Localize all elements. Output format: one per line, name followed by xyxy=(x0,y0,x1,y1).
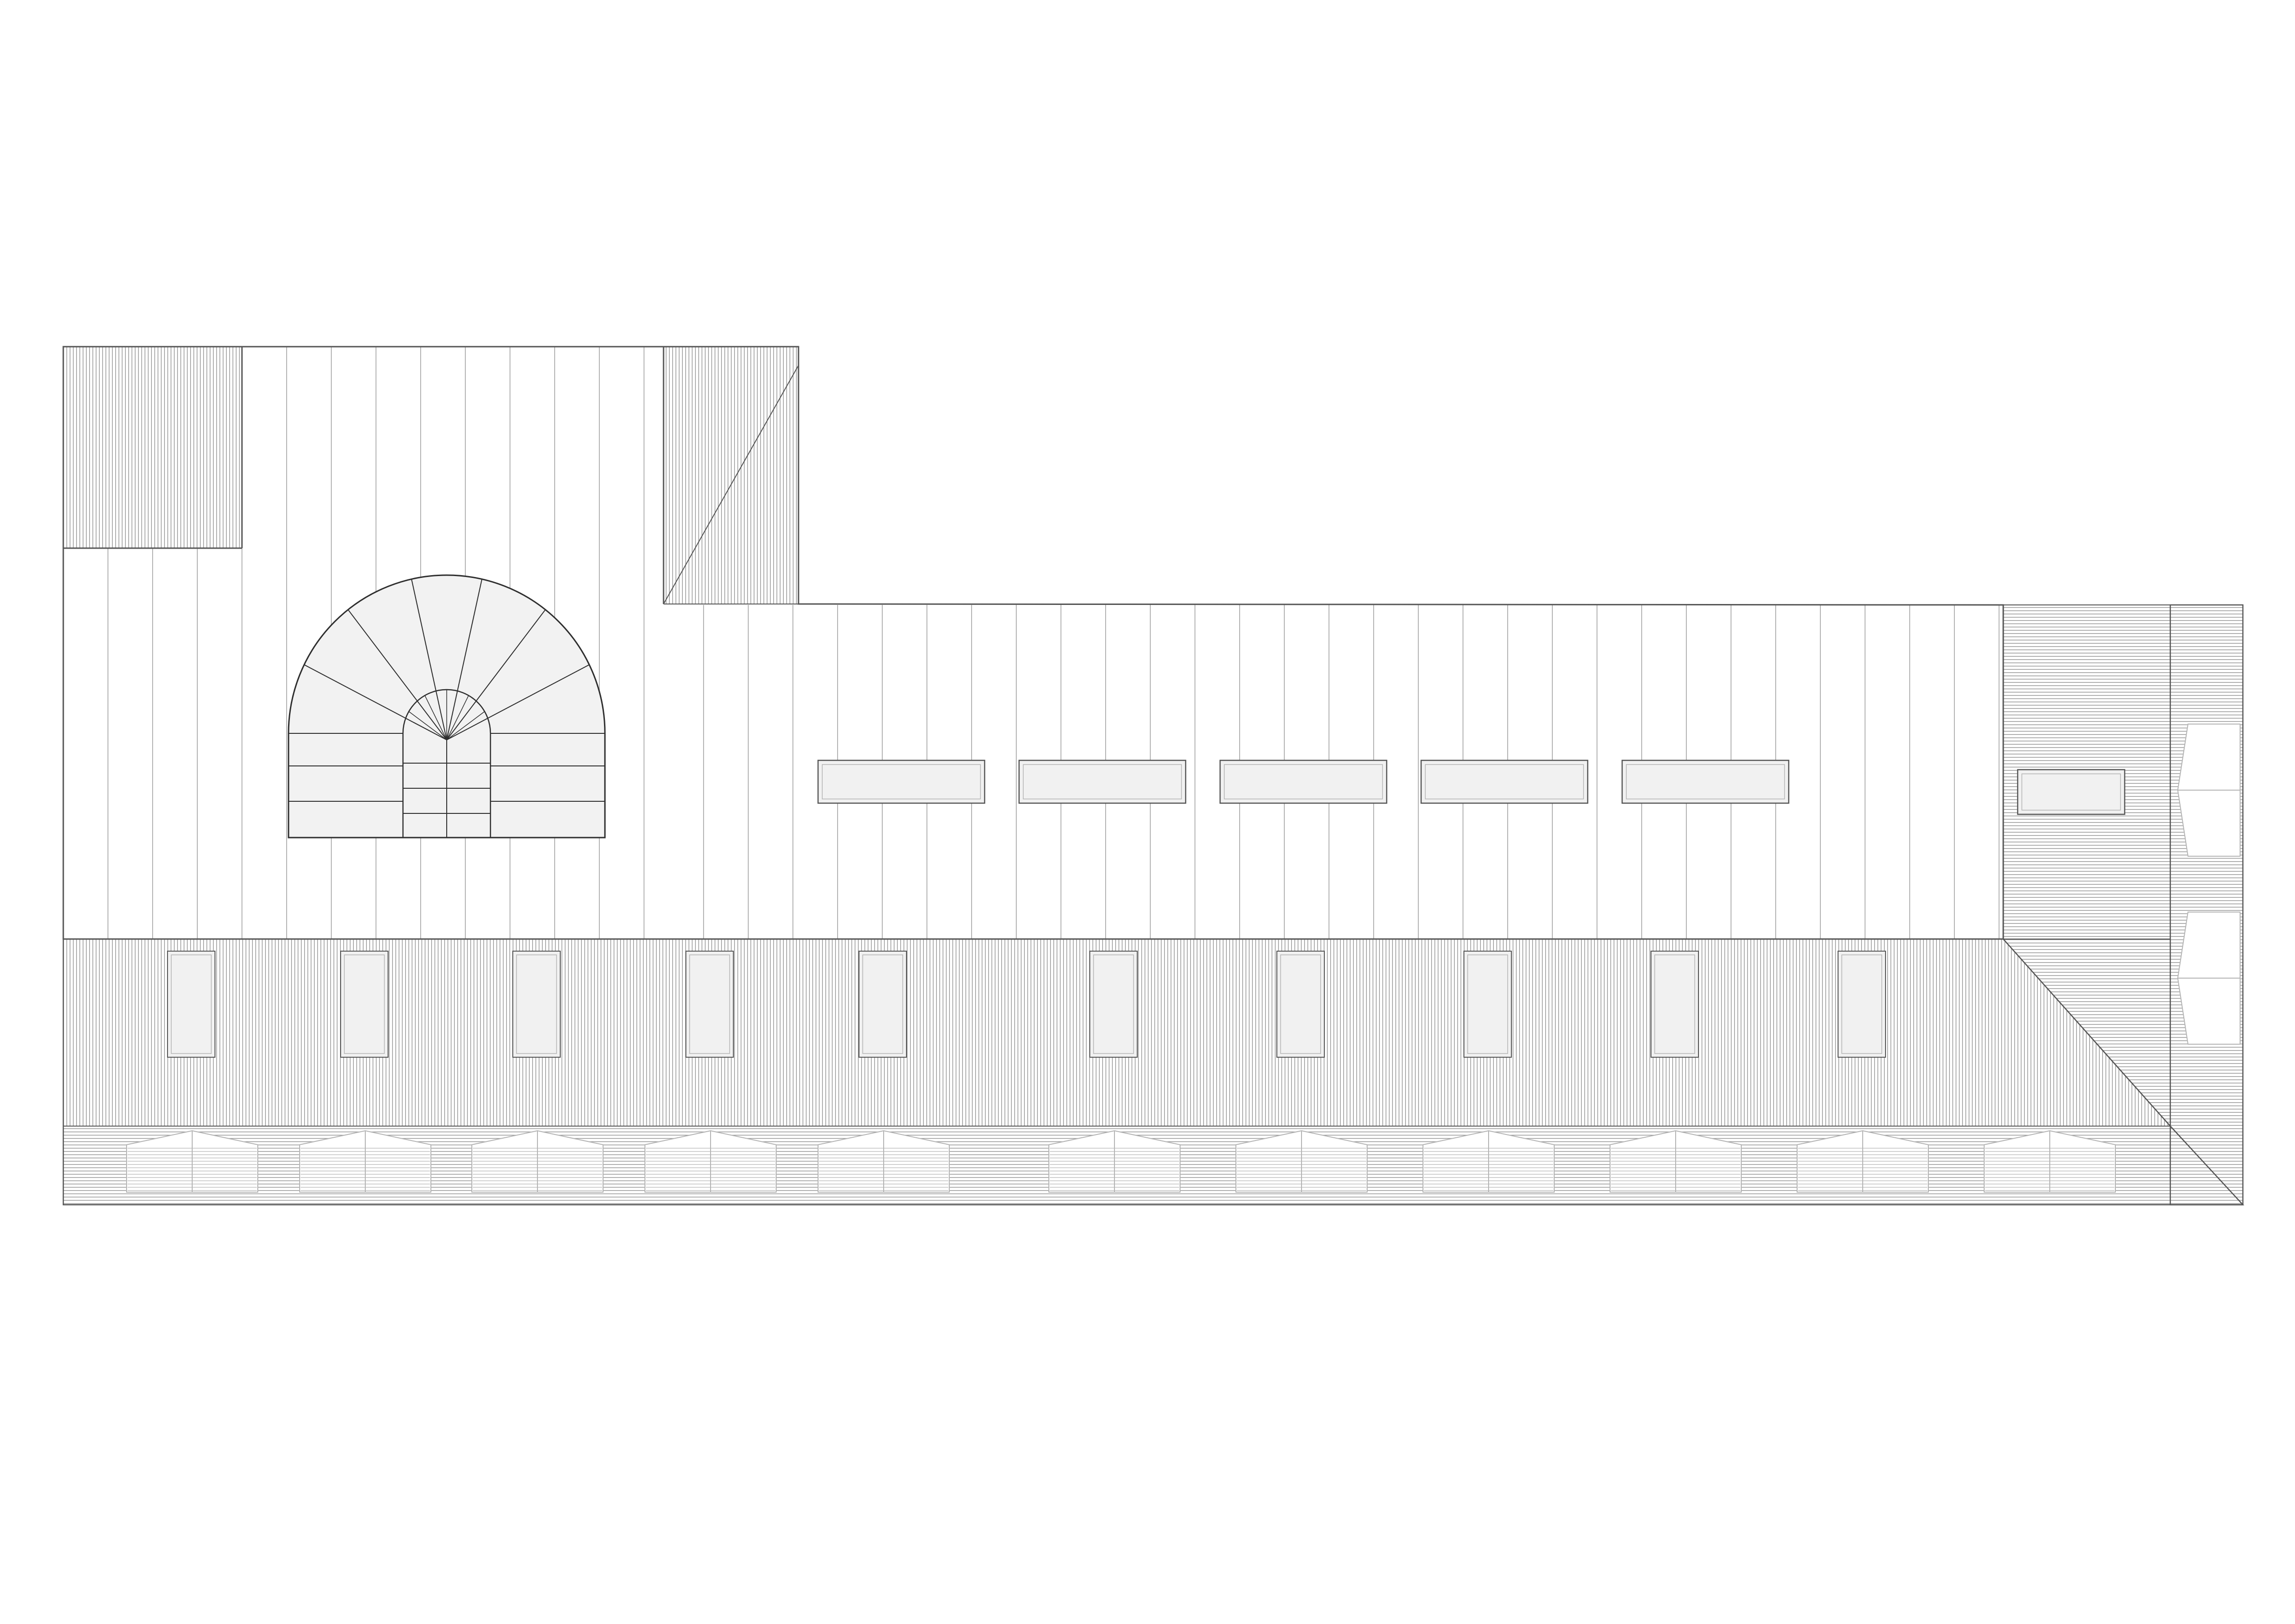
skylight xyxy=(1018,759,1187,804)
gable-skylight-frame xyxy=(2021,773,2121,811)
slope-window-frame xyxy=(1093,954,1134,1054)
stair-radial-tread xyxy=(411,579,447,740)
stair-radial-tread xyxy=(446,664,590,740)
slope-window xyxy=(340,951,389,1058)
hatch-end-gable xyxy=(2170,605,2243,1205)
ridge-skylights xyxy=(817,759,2126,815)
end-gable-elements xyxy=(2177,724,2241,1045)
end-hip-outline xyxy=(2003,604,2171,940)
skylight xyxy=(1621,759,1790,804)
stair-radial-tread xyxy=(446,579,483,740)
stair-radial-tread xyxy=(348,609,447,740)
skylight-frame xyxy=(1626,764,1785,799)
slope-window-frame xyxy=(689,954,730,1054)
slope-window xyxy=(167,951,215,1058)
slope-window-frame xyxy=(1467,954,1508,1054)
skylight-frame xyxy=(1425,764,1584,799)
slope-window-frame xyxy=(1841,954,1882,1054)
skylight-frame xyxy=(1023,764,1182,799)
eave-dormers xyxy=(126,1130,2116,1193)
slope-window xyxy=(512,951,561,1058)
slope-window xyxy=(1838,951,1886,1058)
skylight xyxy=(817,759,986,804)
stair-core-tread xyxy=(409,711,447,740)
end-hip-diagonal xyxy=(2003,939,2171,1127)
hatch-top-hip xyxy=(664,347,799,604)
slope-window xyxy=(685,951,734,1058)
slope-window-frame xyxy=(171,954,212,1054)
standing-seam-lines xyxy=(107,347,2000,939)
skylight-frame xyxy=(822,764,981,799)
slope-window xyxy=(1463,951,1512,1058)
slope-window-frame xyxy=(862,954,903,1054)
slope-window-frame xyxy=(516,954,557,1054)
stair-radial-tread xyxy=(446,609,546,740)
hip-diagonal xyxy=(663,365,799,604)
slope-window xyxy=(1276,951,1325,1058)
slope-window-frame xyxy=(1654,954,1695,1054)
spiral-stair xyxy=(288,574,606,839)
skylight xyxy=(1219,759,1388,804)
slope-window xyxy=(1651,951,1699,1058)
slope-window-frame xyxy=(344,954,385,1054)
gable-skylight xyxy=(2017,769,2126,815)
hatch-top-left-block xyxy=(63,347,242,548)
hatch-end-hip xyxy=(2003,605,2170,1126)
stair-core-tread xyxy=(446,695,469,740)
stair-core-tread xyxy=(424,695,447,740)
skylight xyxy=(1420,759,1589,804)
roof-outline xyxy=(62,346,2244,1206)
stair-radial-tread xyxy=(304,664,447,740)
slope-window xyxy=(1089,951,1138,1058)
lower-slope-outline xyxy=(62,938,2244,1206)
slope-window-frame xyxy=(1280,954,1321,1054)
slope-windows xyxy=(167,951,1886,1058)
stair-core-tread xyxy=(446,711,485,740)
slope-window xyxy=(859,951,907,1058)
skylight-frame xyxy=(1224,764,1383,799)
